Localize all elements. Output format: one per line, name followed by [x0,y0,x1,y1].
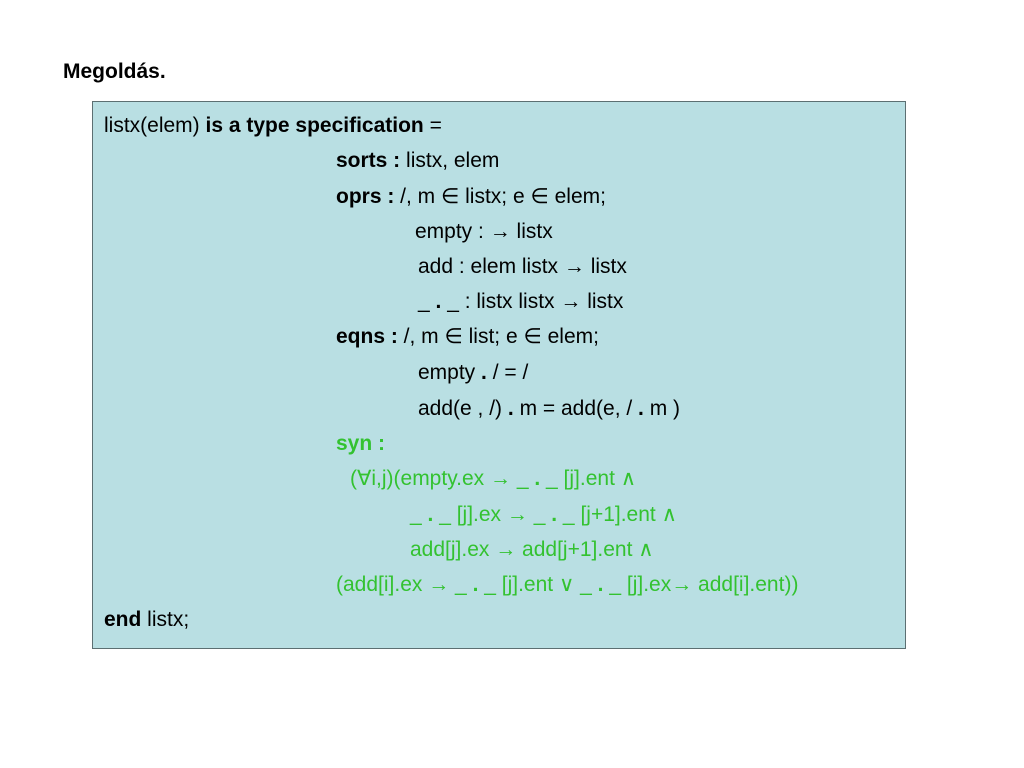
spec-name: listx(elem) [104,114,206,137]
concat-dot: . [507,397,514,420]
eq1-b: / = / [486,361,529,384]
eqns-line: eqns : /, m ∈ list; e ∈ elem; [336,324,599,350]
eq2-c: m ) [643,397,681,420]
sorts-keyword: sorts : [336,149,401,172]
syn2-line: _ . _ [j].ex → _ . _ [j+1].ent ∧ [410,502,677,528]
page-heading: Megoldás. [63,60,166,83]
syn2-b: _ [j].ex → _ [433,503,552,526]
sorts-line: sorts : listx, elem [336,148,499,174]
syn2-c: _ [j+1].ent ∧ [557,503,677,526]
concat-dot: . [472,573,479,596]
oprs-text: /, m ∈ listx; e ∈ elem; [394,185,606,208]
syn-keyword: syn : [336,432,386,455]
concat-dot: . [435,290,442,313]
op-concat-a: _ [418,290,436,313]
syn4-a: (add[i].ex → _ [336,573,473,596]
end-line: end listx; [104,607,189,633]
eq1-a: empty [418,361,482,384]
syn1-a: (∀i,j)(empty.ex → _ [350,467,535,490]
concat-dot: . [481,361,487,384]
eq2-b: m = add(e, / [513,397,639,420]
op-empty-line: empty : → listx [415,220,553,243]
syn3-line: add[j].ex → add[j+1].ent ∧ [410,538,654,561]
concat-dot: . [534,467,541,490]
concat-dot: . [427,503,434,526]
concat-dot: . [551,503,558,526]
oprs-line: oprs : /, m ∈ listx; e ∈ elem; [336,184,606,210]
oprs-keyword: oprs : [336,185,395,208]
syn1-b: _ [j].ent ∧ [540,467,637,490]
syn4-b: _ [j].ent ∨ _ [478,573,598,596]
syn2-a: _ [410,503,428,526]
eq1-line: empty . / = / [418,360,528,386]
eqns-text: /, m ∈ list; e ∈ elem; [397,325,599,348]
eqns-keyword: eqns : [336,325,398,348]
eq2-a: add(e , /) [418,397,508,420]
spec-equals: = [423,114,442,137]
spec-header-line: listx(elem) is a type specification = [104,113,442,139]
concat-dot: . [638,397,644,420]
eq2-line: add(e , /) . m = add(e, / . m ) [418,396,680,422]
op-concat-b: _ : listx listx → listx [441,290,624,313]
syn4-c: _ [j].ex→ add[i].ent)) [603,573,799,596]
syn1-line: (∀i,j)(empty.ex → _ . _ [j].ent ∧ [350,466,636,492]
op-add-line: add : elem listx → listx [418,255,627,278]
syn4-line: (add[i].ex → _ . _ [j].ent ∨ _ . _ [j].e… [336,572,798,598]
op-concat-line: _ . _ : listx listx → listx [418,289,623,315]
end-text: listx; [141,608,190,631]
specification-box [92,101,906,649]
end-keyword: end [104,608,142,631]
concat-dot: . [597,573,604,596]
spec-keyword: is a type specification [205,114,424,137]
sorts-text: listx, elem [400,149,500,172]
